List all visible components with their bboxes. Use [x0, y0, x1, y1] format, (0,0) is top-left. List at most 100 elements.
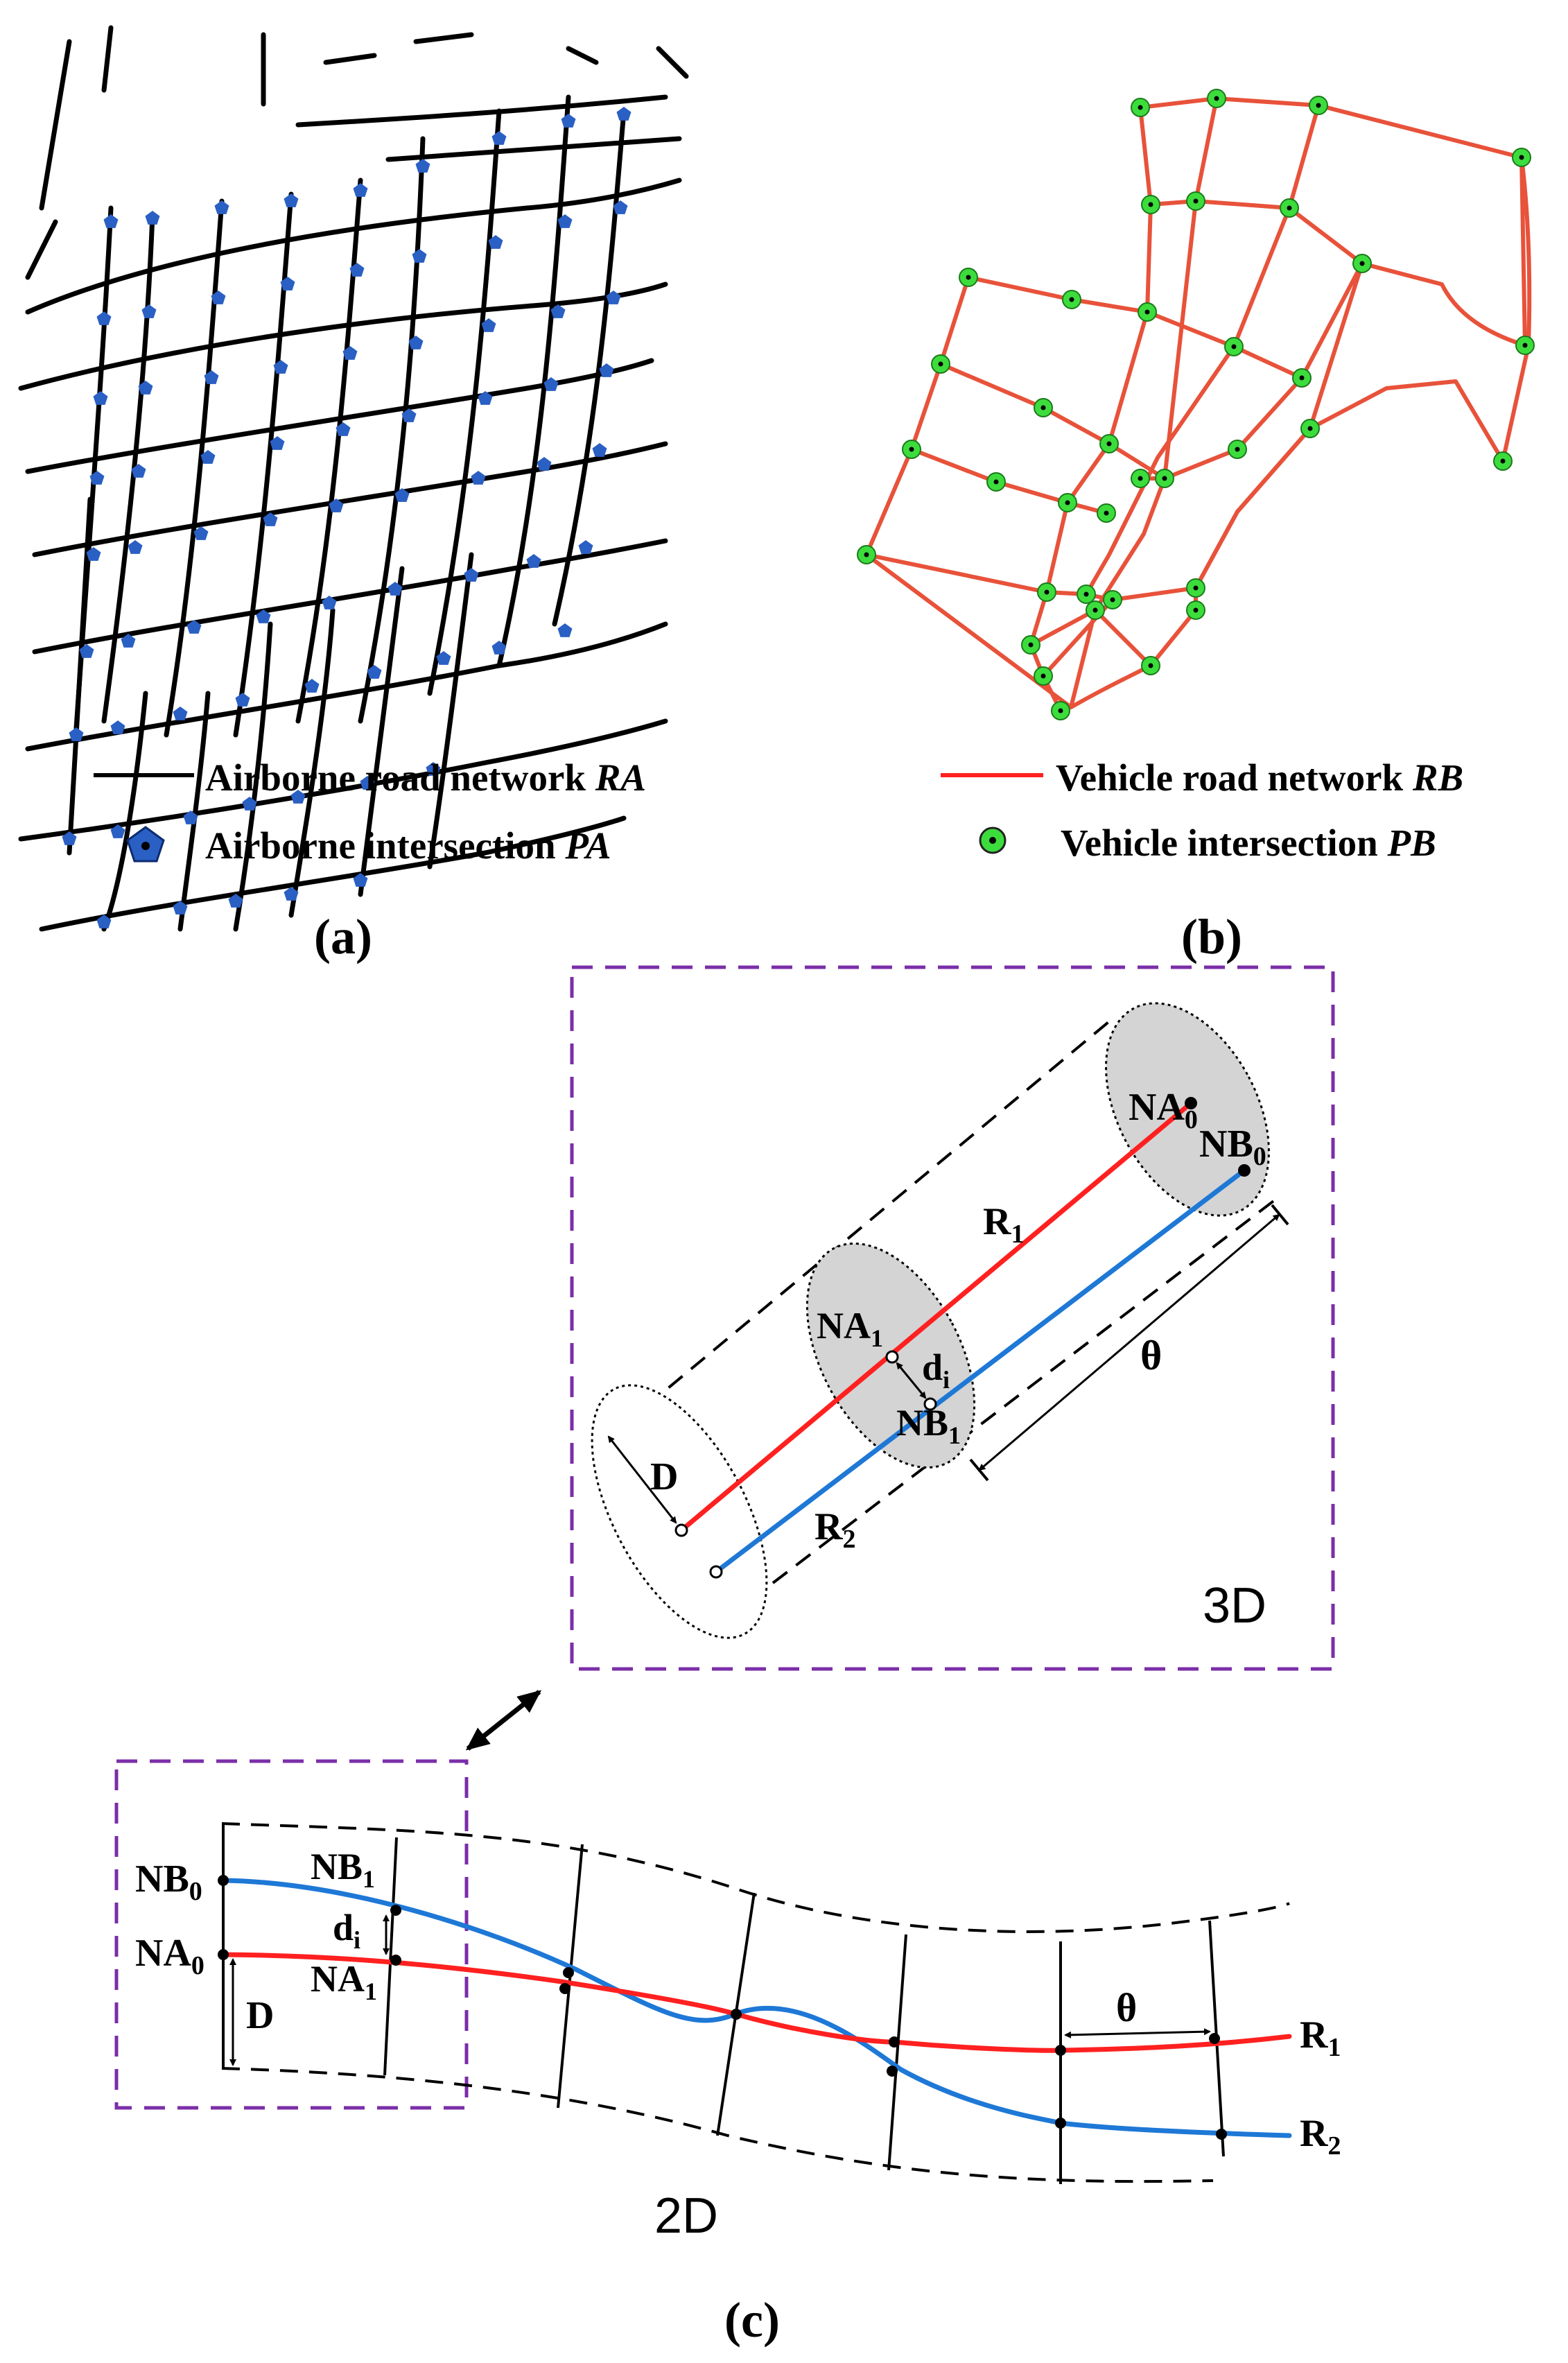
airborne-intersection-marker	[481, 318, 496, 332]
airborne-intersection-marker	[256, 609, 271, 623]
airborne-intersection-marker	[415, 159, 430, 173]
vehicle-intersections	[857, 89, 1535, 720]
airborne-intersection-marker	[322, 596, 337, 609]
airborne-intersection-marker	[290, 790, 306, 804]
airborne-intersection-marker	[284, 193, 299, 207]
airborne-intersection-marker	[557, 214, 573, 228]
caption-a: (a)	[314, 909, 372, 964]
airborne-intersection-marker	[367, 665, 382, 679]
airborne-intersection-marker	[387, 582, 403, 596]
airborne-intersection-marker	[408, 336, 424, 349]
frame-2d	[114, 1759, 469, 2110]
airborne-intersection-marker	[491, 131, 507, 145]
airborne-intersection-marker	[131, 464, 146, 478]
route-r1-3d	[679, 1101, 1193, 1532]
airborne-intersection-marker	[79, 644, 94, 658]
airborne-intersections	[62, 107, 631, 928]
airborne-intersection-marker	[200, 450, 216, 464]
ellipse-end	[1105, 1002, 1270, 1217]
airborne-intersection-marker	[235, 693, 250, 707]
airborne-intersection-marker	[491, 641, 507, 655]
panel-b-map	[857, 89, 1535, 720]
airborne-intersection-marker	[214, 200, 229, 214]
airborne-intersection-marker	[599, 363, 614, 377]
airborne-intersection-marker	[592, 443, 607, 457]
airborne-intersection-marker	[141, 304, 157, 318]
airborne-intersection-marker	[353, 873, 368, 887]
airborne-intersection-marker	[121, 634, 136, 648]
label-theta-2d: θ	[1116, 1985, 1137, 2030]
airborne-intersection-marker	[613, 200, 628, 214]
airborne-intersection-marker	[89, 471, 105, 485]
label-di-2d: di	[333, 1907, 360, 1954]
airborne-intersection-marker	[183, 811, 198, 824]
label-nb0-3d: NB0	[1199, 1123, 1266, 1171]
panel-c-3d: NA0 NB0 R1 NA1 di NB1 D R2 θ 3D	[570, 965, 1335, 1671]
frame-3d	[570, 965, 1335, 1671]
label-nb0-2d: NB0	[135, 1858, 202, 1906]
airborne-intersection-marker	[193, 526, 209, 540]
airborne-intersection-marker	[342, 346, 358, 360]
label-r2-2d: R2	[1300, 2112, 1341, 2161]
airborne-intersection-marker	[284, 887, 299, 901]
label-D-2d: D	[246, 1994, 274, 2037]
label-nb1-2d: NB1	[311, 1846, 375, 1893]
airborne-intersection-marker	[186, 620, 202, 634]
tag-3d: 3D	[1203, 1578, 1266, 1634]
airborne-intersection-marker	[110, 720, 125, 734]
caption-c: (c)	[724, 2292, 780, 2348]
legend-b-intersection-text: Vehicle intersection PB	[1061, 822, 1436, 864]
airborne-intersection-marker	[471, 471, 486, 485]
airborne-intersection-marker	[110, 824, 125, 838]
airborne-intersection-marker	[304, 679, 320, 693]
label-r2-3d: R2	[815, 1505, 855, 1554]
airborne-intersection-marker	[96, 311, 112, 325]
airborne-intersection-marker	[173, 707, 188, 720]
airborne-intersection-marker	[211, 291, 226, 304]
label-na0-3d: NA0	[1129, 1086, 1198, 1134]
airborne-intersection-marker	[488, 235, 503, 249]
airborne-intersection-marker	[537, 457, 552, 471]
label-theta-3d: θ	[1140, 1333, 1162, 1378]
view-link-arrow	[465, 1690, 542, 1751]
route-r1-2d	[220, 1952, 1292, 2053]
label-D-3d: D	[650, 1455, 678, 1498]
airborne-intersection-marker	[263, 512, 278, 526]
airborne-intersection-marker	[436, 651, 451, 665]
label-na1-2d: NA1	[311, 1958, 377, 2005]
airborne-intersection-marker	[360, 776, 375, 790]
airborne-intersection-marker	[204, 370, 219, 384]
airborne-intersection-marker	[242, 797, 257, 811]
airborne-intersection-marker	[412, 249, 427, 263]
label-nb1-3d: NB1	[896, 1402, 961, 1449]
airborne-intersection-marker	[62, 831, 77, 845]
airborne-intersection-marker	[349, 263, 365, 277]
legend-b: Vehicle road network RB Vehicle intersec…	[941, 756, 1463, 964]
label-na0-2d: NA0	[135, 1932, 204, 1980]
airborne-intersection-marker	[557, 623, 573, 637]
airborne-intersection-marker	[401, 408, 417, 422]
route-r2-3d	[714, 1168, 1246, 1574]
label-di-3d: di	[922, 1347, 950, 1394]
airborne-intersection-marker	[426, 762, 441, 776]
legend-a-road-text: Airborne road network RA	[205, 756, 646, 799]
airborne-intersection-marker	[96, 915, 112, 928]
legend-a-intersection-text: Airborne intersection PA	[205, 824, 611, 867]
tag-2d: 2D	[654, 2188, 718, 2244]
airborne-intersection-marker	[228, 894, 243, 908]
airborne-intersection-marker	[138, 381, 153, 395]
airborne-intersection-marker	[394, 488, 410, 502]
label-na1-3d: NA1	[817, 1305, 883, 1352]
airborne-intersection-marker	[173, 901, 188, 915]
airborne-intersection-marker	[526, 554, 541, 568]
airborne-intersection-marker	[329, 499, 344, 512]
airborne-intersection-marker	[336, 422, 351, 436]
airborne-intersection-marker	[578, 540, 593, 554]
airborne-intersection-marker	[273, 360, 288, 374]
label-r1-3d: R1	[983, 1200, 1024, 1249]
legend-b-road-text: Vehicle road network RB	[1056, 756, 1463, 799]
airborne-intersection-marker	[128, 540, 143, 554]
legend-a: Airborne road network RA Airborne inters…	[94, 756, 646, 964]
airborne-intersection-marker	[561, 114, 576, 128]
